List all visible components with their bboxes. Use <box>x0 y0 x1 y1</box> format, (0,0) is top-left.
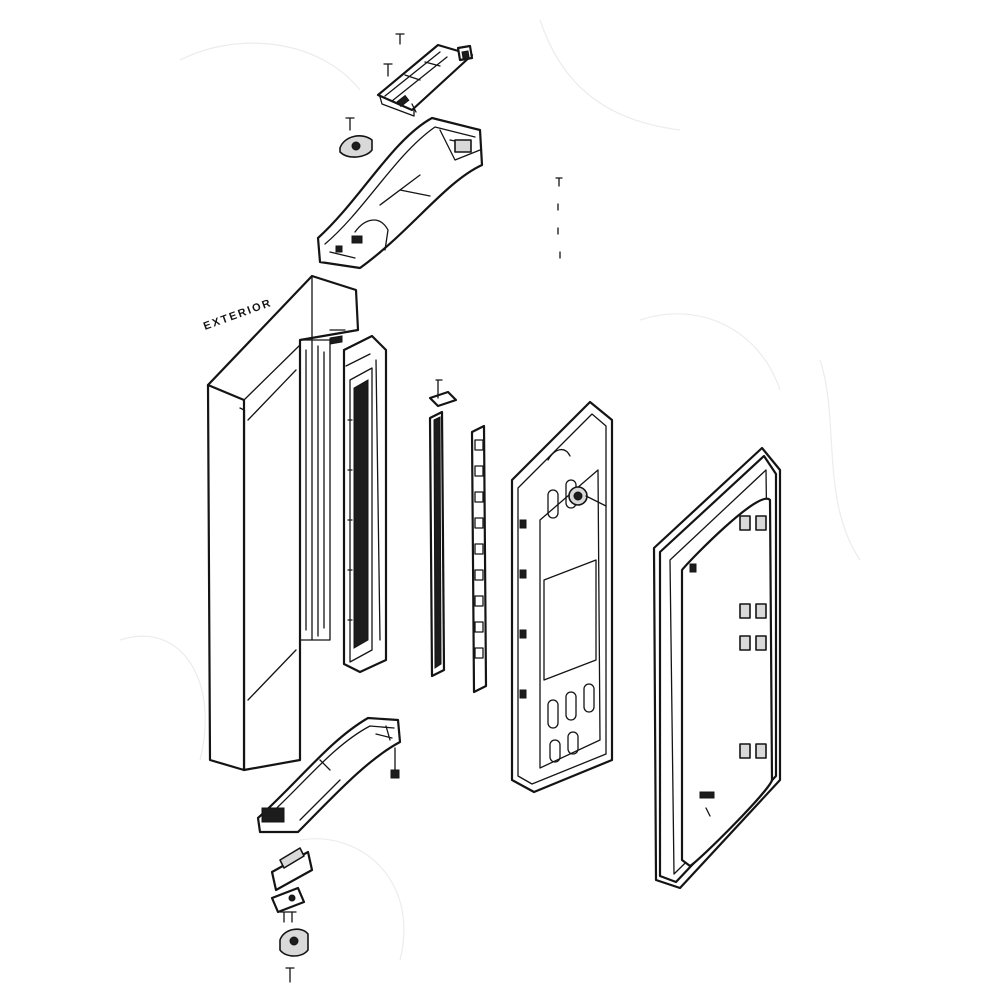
bottom-cap-pin <box>390 747 400 779</box>
bottom-hinge-plate <box>270 886 306 914</box>
bottom-door-cap <box>256 716 402 834</box>
perforated-rail <box>470 424 488 694</box>
door-liner <box>510 400 614 794</box>
outer-door-panel: EXTERIOR <box>202 274 360 772</box>
top-hinge-plate <box>376 43 474 117</box>
bottom-hinge-bushing <box>279 928 309 957</box>
bottom-hinge-bracket <box>270 847 314 892</box>
door-gasket-frame <box>652 446 782 890</box>
top-screws <box>345 33 417 131</box>
side-channel <box>342 334 388 674</box>
top-hinge-clip <box>456 44 474 62</box>
top-door-cap <box>316 116 484 270</box>
door-strip <box>428 410 446 678</box>
hinge-bushing <box>339 135 373 158</box>
background-ghost-lines <box>119 19 861 961</box>
bottom-screws <box>279 911 297 983</box>
strip-bracket <box>428 379 458 408</box>
loose-screws <box>555 177 563 259</box>
